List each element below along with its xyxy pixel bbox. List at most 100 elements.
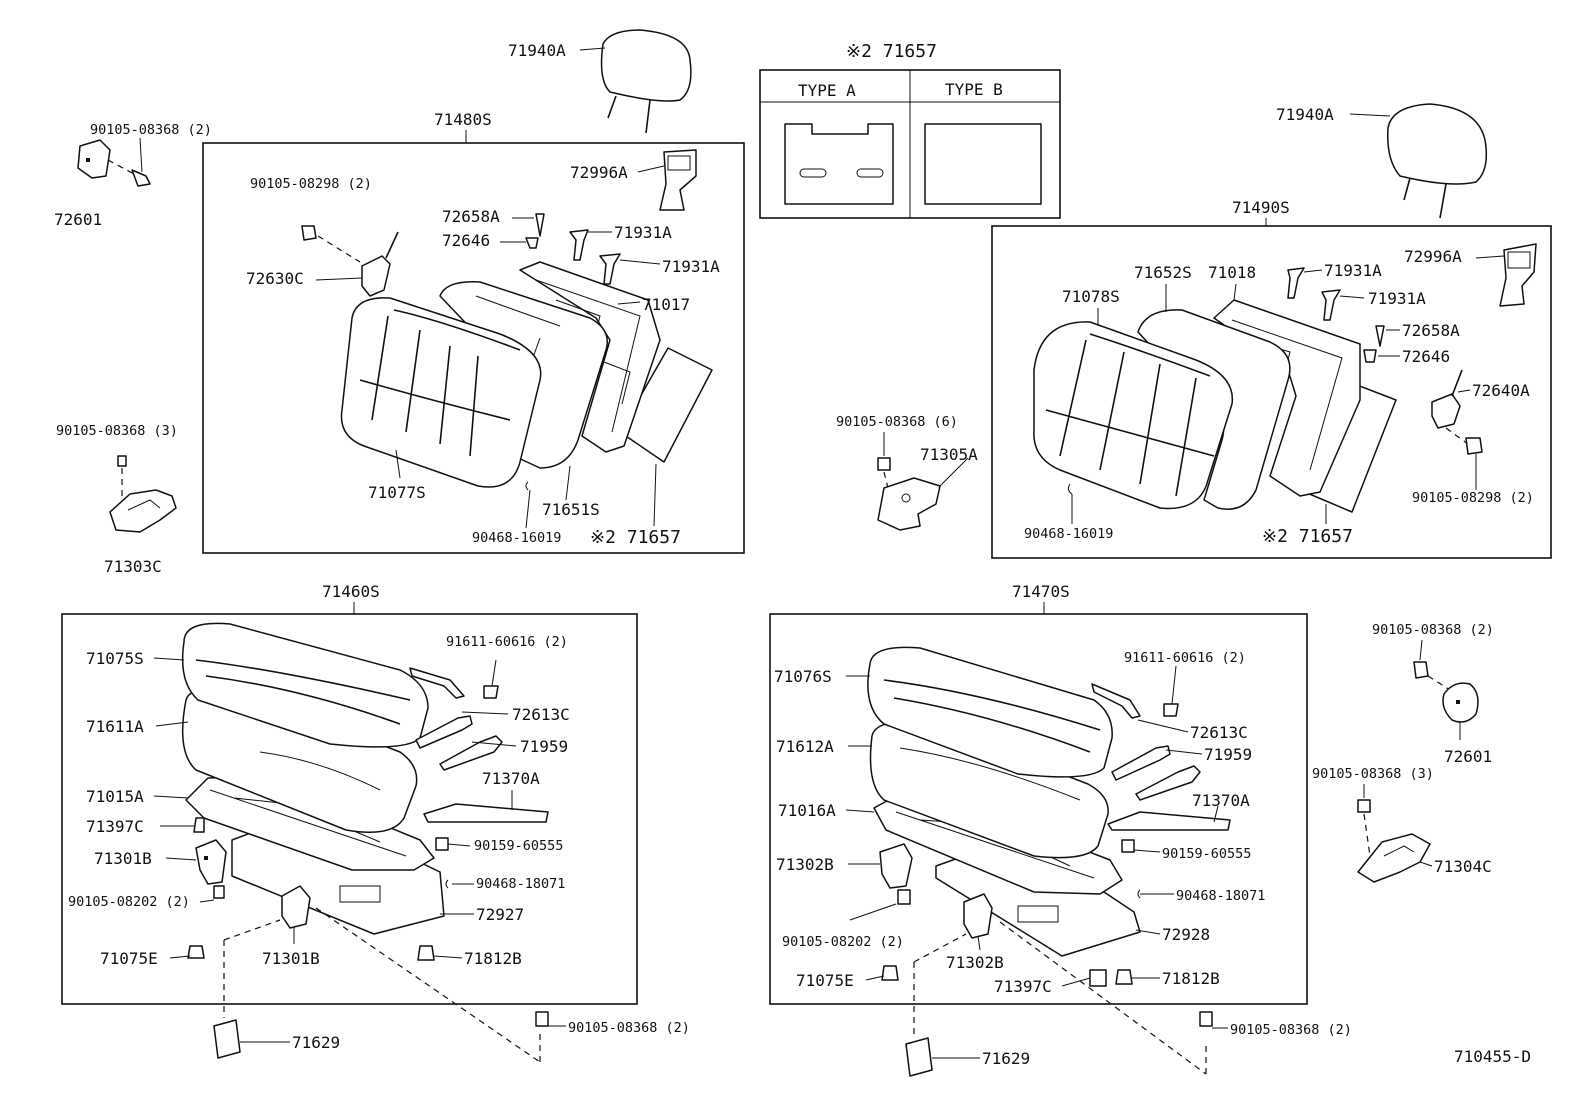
cushion-right-assembly: 71470S <box>769 582 1308 1075</box>
part-label-cl-71397c: 71397C <box>86 817 144 836</box>
bolt-icon <box>131 169 151 187</box>
part-label-cr-71302b-2: 71302B <box>946 953 1004 972</box>
part-label-cushion-left: 71460S <box>322 582 380 601</box>
part-label-mid-71305a: 71305A <box>920 445 978 464</box>
part-label-far-72601: 72601 <box>1444 747 1492 766</box>
part-label-cr-90468-18071: 90468-18071 <box>1176 888 1265 904</box>
clip-71397c-icon <box>193 817 205 833</box>
part-label-hinge-top-left: 72601 <box>54 210 102 229</box>
part-label-cl-71301b-1: 71301B <box>94 849 152 868</box>
part-label-cl-bolt-bottom: 90105-08368 (2) <box>568 1020 690 1036</box>
part-label-r-72658a: 72658A <box>1402 321 1460 340</box>
part-label-cr-bolt-bottom: 90105-08368 (2) <box>1230 1022 1352 1038</box>
bolt-icon <box>301 225 317 241</box>
part-label-r-71931a-2: 71931A <box>1368 289 1426 308</box>
hinge-72601-right-icon <box>1442 682 1479 723</box>
part-label-cl-72927: 72927 <box>476 905 524 924</box>
cushion-right-frame <box>769 613 1308 1005</box>
far-left-parts: 90105-08368 (2) 72601 90105-08368 (3) 71… <box>54 122 212 576</box>
headrest-left-icon <box>600 29 692 102</box>
guide-71931a-right-icon <box>1287 267 1305 299</box>
part-label-cl-71015a: 71015A <box>86 787 144 806</box>
part-label-cr-90159: 90159-60555 <box>1162 846 1251 862</box>
part-label-cr-71016a: 71016A <box>778 801 836 820</box>
plug-71812b-icon <box>1115 969 1133 985</box>
part-label-l-bolt-08298: 90105-08298 (2) <box>250 176 372 192</box>
part-label-l-71651s: 71651S <box>542 500 600 519</box>
part-label-cushion-right: 71470S <box>1012 582 1070 601</box>
part-label-l-72996a: 72996A <box>570 163 628 182</box>
part-label-r-72996a: 72996A <box>1404 247 1462 266</box>
bolt-icon <box>1413 661 1429 679</box>
part-label-cr-71075e: 71075E <box>796 971 854 990</box>
nut-72646-right-icon <box>1363 349 1377 363</box>
bracket-71302b-icon <box>879 843 913 889</box>
part-label-cr-72928: 72928 <box>1162 925 1210 944</box>
cushion-left-loose-parts: 71629 90105-08368 (2) <box>213 1011 690 1059</box>
hook-71959-icon <box>415 715 473 749</box>
part-label-far-bolt-2: 90105-08368 (2) <box>1372 622 1494 638</box>
hinge-72630c-icon <box>361 255 391 297</box>
part-label-r-71018: 71018 <box>1208 263 1256 282</box>
hook-71959-icon-2 <box>439 735 503 771</box>
bolt-icon <box>117 455 127 467</box>
bolt-icon <box>435 837 449 851</box>
cover-71077s-icon <box>340 297 542 488</box>
headrest-left: 71940A <box>508 29 692 134</box>
part-label-l-90468-16019: 90468-16019 <box>472 530 561 546</box>
cushion-left-frame <box>61 613 638 1005</box>
part-label-bolt-mid-left: 90105-08368 (3) <box>56 423 178 439</box>
cap-71629-icon <box>905 1037 933 1077</box>
frame-71018-icon <box>1213 299 1361 497</box>
label-headrest-right: 71940A <box>1276 105 1334 124</box>
bracket-71305a-icon <box>877 477 941 531</box>
part-label-cr-71812b: 71812B <box>1162 969 1220 988</box>
clip-71397c-icon <box>1089 969 1107 987</box>
seatback-left-assembly: 71480S 90105-08298 (2) 72630C <box>202 110 745 554</box>
bolt-icon <box>1465 437 1483 455</box>
part-label-r-72640a: 72640A <box>1472 381 1530 400</box>
plug-71075e-icon <box>187 945 205 959</box>
guide-71931a-icon-2 <box>599 253 621 285</box>
plug-71812b-icon <box>417 945 435 961</box>
part-label-rear-back-right: 71490S <box>1232 198 1290 217</box>
drawing-number: 710455-D <box>1454 1047 1531 1066</box>
part-label-cr-71302b-1: 71302B <box>776 855 834 874</box>
bolt-icon <box>1121 839 1135 853</box>
bracket-72996a-right-icon <box>1499 243 1537 307</box>
part-label-r-90468-16019: 90468-16019 <box>1024 526 1113 542</box>
bolt-icon <box>213 885 225 899</box>
board-71657-icon <box>619 347 713 463</box>
plug-71075e-icon <box>881 965 899 981</box>
part-label-cr-bolt-08202: 90105-08202 (2) <box>782 934 904 950</box>
part-label-cl-90468-18071: 90468-18071 <box>476 876 565 892</box>
part-label-cr-71959: 71959 <box>1204 745 1252 764</box>
part-label-cl-71812b: 71812B <box>464 949 522 968</box>
guide-71931a-icon <box>569 229 589 261</box>
pin-72658a-right-icon <box>1375 325 1385 347</box>
part-label-l-71077s: 71077S <box>368 483 426 502</box>
bolt-icon <box>483 685 499 699</box>
part-label-r-71657: ※2 71657 <box>1262 526 1353 547</box>
headrest-right: 71940A <box>1276 103 1488 219</box>
part-label-cl-71370a: 71370A <box>482 769 540 788</box>
part-label-l-72646: 72646 <box>442 231 490 250</box>
part-label-cl-71075s: 71075S <box>86 649 144 668</box>
part-label-r-71931a-1: 71931A <box>1324 261 1382 280</box>
bracket-71301b-icon-2 <box>281 885 311 929</box>
part-label-cl-71959: 71959 <box>520 737 568 756</box>
part-label-l-71931a-2: 71931A <box>662 257 720 276</box>
bolt-icon <box>1199 1011 1213 1027</box>
seatback-right-assembly: 71490S 71652S 71018 71078S 71931A <box>991 198 1552 559</box>
headrest-right-icon <box>1387 103 1488 185</box>
label-headrest-left: 71940A <box>508 41 566 60</box>
far-right-parts: 90105-08368 (2) 72601 90105-08368 (3) 71… <box>1312 622 1494 883</box>
part-label-bolt-top-left: 90105-08368 (2) <box>90 122 212 138</box>
type-legend: ※2 71657 TYPE A TYPE B <box>759 41 1061 219</box>
seatback-right-frame <box>991 225 1552 559</box>
part-label-l-72630c: 72630C <box>246 269 304 288</box>
part-label-cl-71611a: 71611A <box>86 717 144 736</box>
part-label-cl-71629: 71629 <box>292 1033 340 1052</box>
part-label-r-71078s: 71078S <box>1062 287 1120 306</box>
